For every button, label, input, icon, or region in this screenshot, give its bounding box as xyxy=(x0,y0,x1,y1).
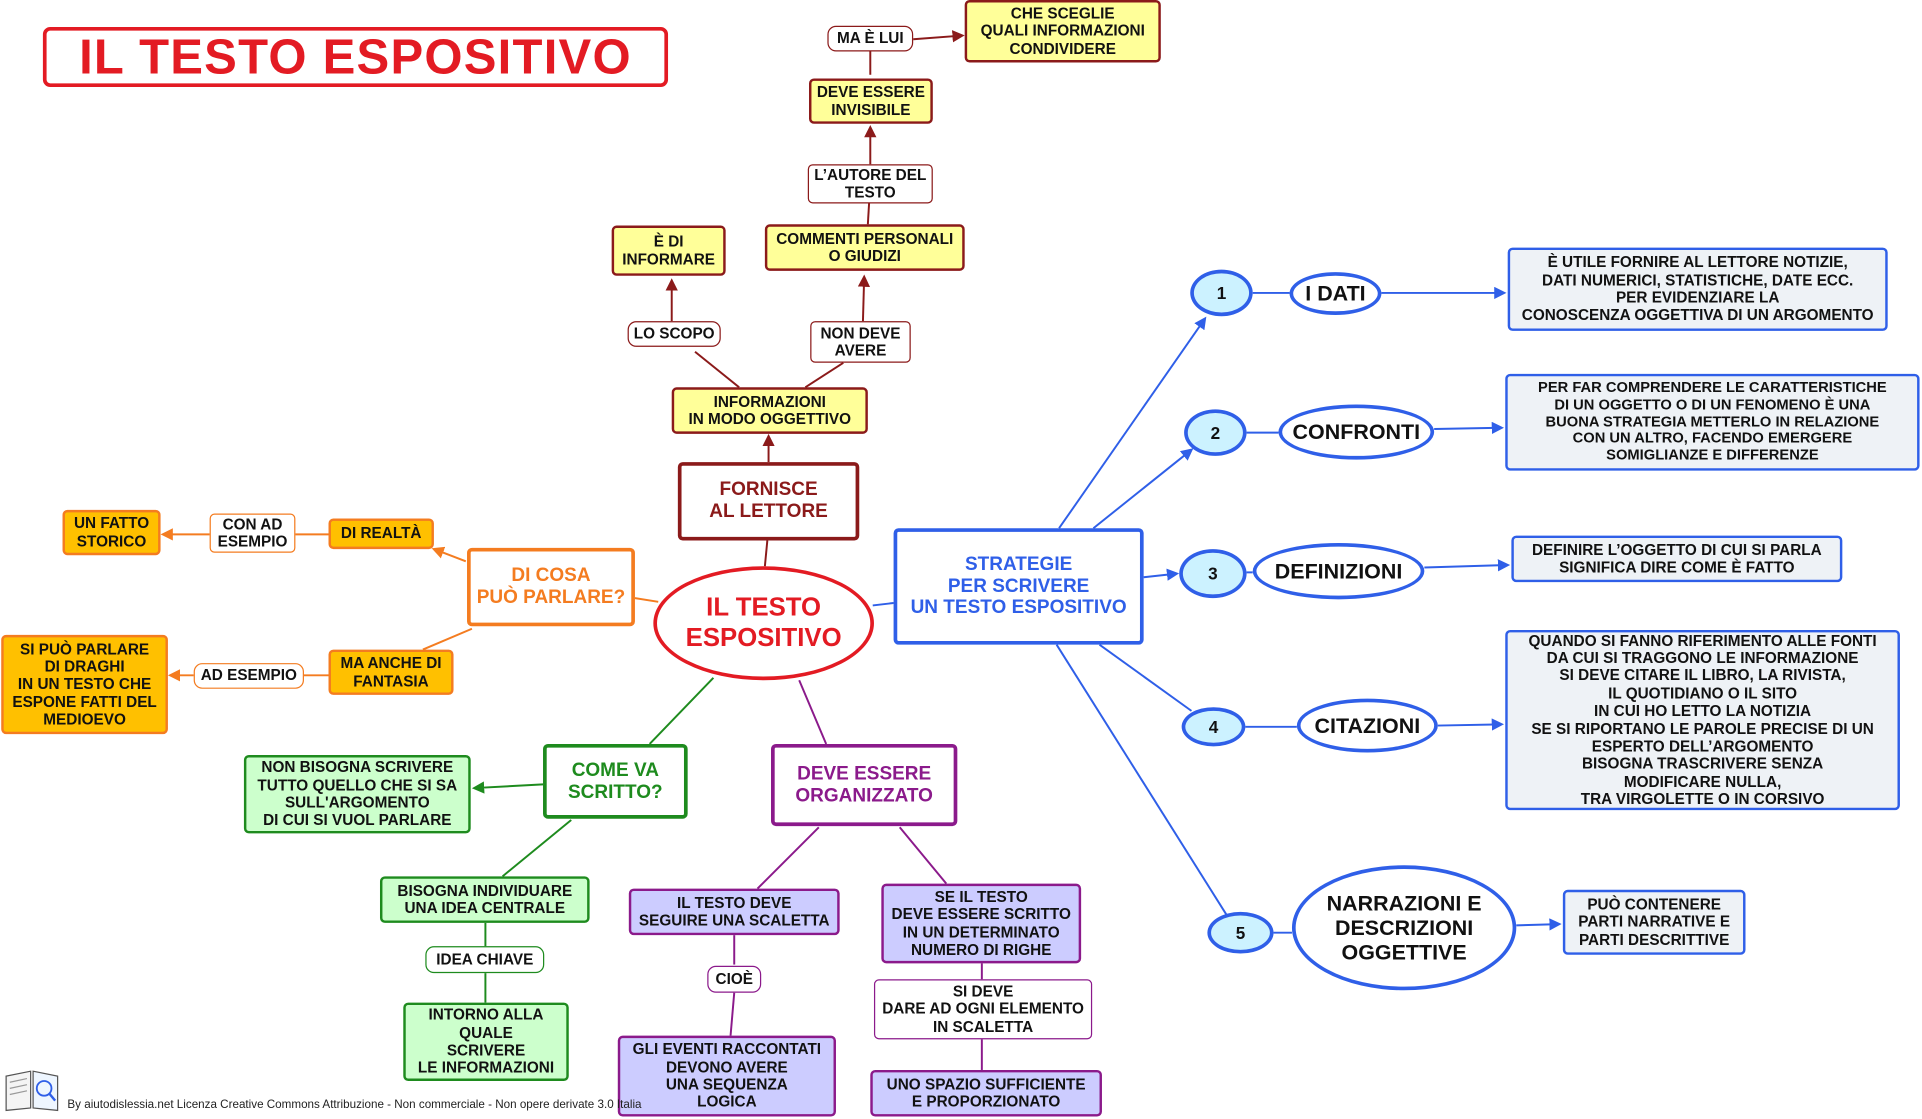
central-topic-oval: IL TESTO ESPOSITIVO xyxy=(653,566,874,681)
strategie-node: STRATEGIE PER SCRIVERE UN TESTO ESPOSITI… xyxy=(893,528,1144,645)
non-bisogna-node: NON BISOGNA SCRIVERE TUTTO QUELLO CHE SI… xyxy=(243,754,471,834)
organizzato-node: DEVE ESSERE ORGANIZZATO xyxy=(771,743,958,827)
book-logo-icon xyxy=(4,1066,60,1113)
di-cosa-node: DI COSA PUÒ PARLARE? xyxy=(467,547,635,627)
idea-chiave-label: IDEA CHIAVE xyxy=(425,946,545,974)
lo-scopo-label: LO SCOPO xyxy=(627,321,721,347)
cioe-label: CIOÈ xyxy=(707,965,762,993)
ma-anche-node: MA ANCHE DI FANTASIA xyxy=(328,649,454,695)
strategy-number-1: 1 xyxy=(1190,269,1253,317)
e-di-informare-node: È DI INFORMARE xyxy=(611,225,726,276)
strategy-desc-1: È UTILE FORNIRE AL LETTORE NOTIZIE, DATI… xyxy=(1507,247,1888,331)
strategy-name-5: NARRAZIONI E DESCRIZIONI OGGETTIVE xyxy=(1291,865,1517,991)
strategy-name-3: DEFINIZIONI xyxy=(1252,542,1425,600)
strategy-name-2: CONFRONTI xyxy=(1278,404,1435,460)
strategy-desc-4: QUANDO SI FANNO RIFERIMENTO ALLE FONTI D… xyxy=(1505,629,1900,811)
con-ad-esempio-label: CON AD ESEMPIO xyxy=(209,513,296,553)
ad-esempio-label: AD ESEMPIO xyxy=(193,663,304,689)
intorno-node: INTORNO ALLA QUALE SCRIVERE LE INFORMAZI… xyxy=(403,1002,569,1082)
page-title: IL TESTO ESPOSITIVO xyxy=(42,26,669,88)
fatto-storico-node: UN FATTO STORICO xyxy=(62,509,161,556)
strategy-number-2: 2 xyxy=(1184,409,1247,456)
strategy-desc-2: PER FAR COMPRENDERE LE CARATTERISTICHE D… xyxy=(1505,373,1920,471)
strategy-number-4: 4 xyxy=(1181,707,1246,747)
individuare-node: BISOGNA INDIVIDUARE UNA IDEA CENTRALE xyxy=(379,876,590,923)
ma-e-lui-label: MA È LUI xyxy=(827,25,914,52)
strategy-number-3: 3 xyxy=(1179,549,1247,599)
strategy-desc-3: DEFINIRE L’OGGETTO DI CUI SI PARLA SIGNI… xyxy=(1511,535,1843,583)
si-deve-label: SI DEVE DARE AD OGNI ELEMENTO IN SCALETT… xyxy=(873,979,1093,1040)
di-realta-node: DI REALTÀ xyxy=(328,518,434,550)
invisibile-node: DEVE ESSERE INVISIBILE xyxy=(809,78,933,124)
righe-node: SE IL TESTO DEVE ESSERE SCRITTO IN UN DE… xyxy=(881,883,1082,964)
strategy-desc-5: PUÒ CONTENERE PARTI NARRATIVE E PARTI DE… xyxy=(1562,889,1746,955)
informazioni-node: INFORMAZIONI IN MODO OGGETTIVO xyxy=(671,387,868,434)
scaletta-node: IL TESTO DEVE SEGUIRE UNA SCALETTA xyxy=(628,888,840,936)
fornisce-node: FORNISCE AL LETTORE xyxy=(677,462,860,541)
autore-label: L’AUTORE DEL TESTO xyxy=(807,164,933,204)
commenti-node: COMMENTI PERSONALI O GIUDIZI xyxy=(764,224,965,271)
book-logo-svg xyxy=(5,1070,59,1112)
footer-credits: By aiutodislessia.net Licenza Creative C… xyxy=(67,1098,642,1112)
strategy-number-5: 5 xyxy=(1207,911,1274,954)
che-sceglie-node: CHE SCEGLIE QUALI INFORMAZIONI CONDIVIDE… xyxy=(964,0,1161,63)
strategy-name-4: CITAZIONI xyxy=(1296,698,1438,753)
come-va-scritto-node: COME VA SCRITTO? xyxy=(543,743,688,819)
non-deve-avere-label: NON DEVE AVERE xyxy=(810,321,911,363)
draghi-node: SI PUÒ PARLARE DI DRAGHI IN UN TESTO CHE… xyxy=(1,634,168,735)
strategy-name-1: I DATI xyxy=(1289,272,1382,315)
spazio-node: UNO SPAZIO SUFFICIENTE E PROPORZIONATO xyxy=(870,1069,1102,1117)
eventi-node: GLI EVENTI RACCONTATI DEVONO AVERE UNA S… xyxy=(617,1035,836,1117)
